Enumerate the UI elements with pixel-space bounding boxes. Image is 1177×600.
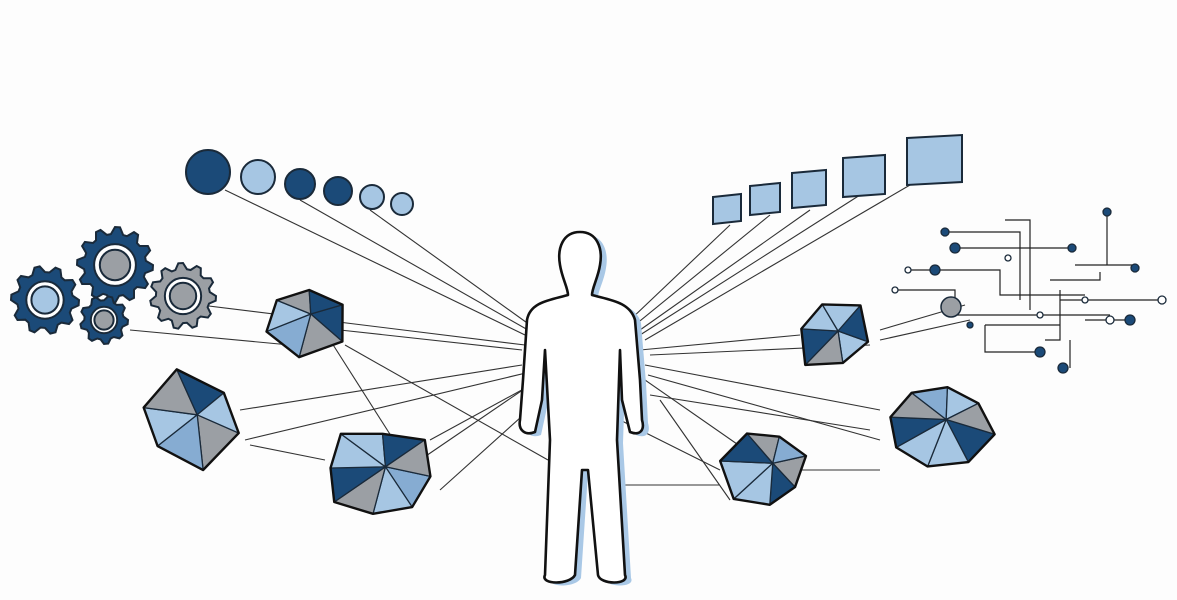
circuit-node bbox=[1130, 263, 1140, 273]
connection-line bbox=[659, 399, 731, 501]
polyhedron-icon bbox=[265, 288, 344, 359]
polyhedron-outline bbox=[265, 288, 344, 359]
circle-node-icon bbox=[359, 184, 385, 210]
circuit-trace bbox=[1050, 272, 1101, 281]
polyhedron-icon bbox=[142, 368, 240, 472]
circuit-node bbox=[1102, 207, 1112, 217]
circuit-trace bbox=[1005, 219, 1031, 310]
circuit-node bbox=[1034, 346, 1046, 358]
connection-line bbox=[649, 394, 871, 431]
circuit-node bbox=[1057, 362, 1069, 374]
circuit-node bbox=[1067, 243, 1077, 253]
circuit-node bbox=[949, 242, 961, 254]
circuit-node bbox=[1036, 311, 1044, 319]
circle-node-icon bbox=[284, 168, 316, 200]
connection-line bbox=[639, 334, 801, 351]
circle-node-icon bbox=[390, 192, 414, 216]
polyhedron-outline bbox=[142, 368, 240, 472]
connection-line bbox=[419, 384, 531, 461]
connection-line bbox=[634, 214, 771, 326]
circle-node-icon bbox=[240, 159, 276, 195]
connection-line bbox=[344, 344, 549, 461]
connection-line bbox=[644, 184, 911, 341]
connection-line bbox=[249, 444, 326, 461]
gear-hub bbox=[168, 281, 198, 311]
gear-icon bbox=[149, 261, 218, 330]
connection-line bbox=[879, 319, 971, 341]
circuit-trace bbox=[945, 231, 1021, 300]
circuit-node bbox=[1004, 254, 1012, 262]
connection-line bbox=[339, 329, 523, 351]
figure-body bbox=[518, 230, 645, 584]
circuit-node bbox=[1081, 296, 1089, 304]
circuit-node bbox=[929, 264, 941, 276]
square-node-icon bbox=[842, 153, 886, 199]
connection-line bbox=[644, 364, 881, 411]
connection-line bbox=[299, 199, 529, 331]
polyhedron-outline bbox=[718, 432, 808, 506]
circle-node-icon bbox=[323, 176, 353, 206]
polyhedra-group bbox=[142, 288, 996, 516]
circuit-node bbox=[1124, 314, 1136, 326]
gear-hub bbox=[93, 309, 115, 331]
square-nodes bbox=[712, 133, 963, 226]
polyhedron-outline bbox=[329, 432, 432, 516]
circuit-node bbox=[966, 321, 974, 329]
gears-group bbox=[9, 225, 218, 346]
connection-line bbox=[224, 189, 526, 336]
circuit-icon bbox=[891, 207, 1167, 374]
polyhedron-outline bbox=[800, 303, 870, 367]
gear-icon bbox=[75, 225, 155, 305]
circuit-node bbox=[891, 286, 899, 294]
square-node-icon bbox=[906, 133, 963, 187]
gear-icon bbox=[79, 295, 130, 346]
circuit-trace bbox=[1045, 290, 1061, 341]
polyhedron-icon bbox=[889, 386, 996, 468]
polyhedron-icon bbox=[329, 432, 432, 516]
connection-line bbox=[369, 209, 531, 326]
square-node-icon bbox=[749, 181, 781, 217]
connection-line bbox=[129, 329, 291, 346]
circuit-trace bbox=[935, 269, 1085, 296]
square-node-icon bbox=[712, 192, 742, 226]
circuit-node bbox=[940, 227, 950, 237]
circle-nodes bbox=[185, 149, 414, 216]
circuit-node-large bbox=[940, 296, 962, 318]
connection-line bbox=[629, 224, 731, 321]
square-node-icon bbox=[791, 168, 827, 210]
connection-line bbox=[639, 209, 811, 331]
polyhedron-outline bbox=[889, 386, 996, 468]
circuit-node bbox=[1105, 315, 1115, 325]
circuit-node bbox=[1157, 295, 1167, 305]
connection-line bbox=[647, 374, 881, 441]
connection-line bbox=[639, 194, 861, 336]
circuit-trace bbox=[984, 325, 1040, 353]
connection-line bbox=[329, 339, 401, 451]
circle-node-icon bbox=[185, 149, 231, 195]
polyhedron-icon bbox=[718, 432, 808, 506]
connection-line bbox=[244, 371, 531, 441]
polyhedron-icon bbox=[800, 303, 870, 367]
circuit-trace bbox=[895, 289, 1110, 316]
connection-line bbox=[239, 364, 523, 411]
human-figure-icon bbox=[518, 230, 649, 586]
gear-icon bbox=[9, 265, 81, 335]
gear-hub bbox=[30, 285, 60, 315]
circuit-node bbox=[904, 266, 912, 274]
gear-hub bbox=[98, 248, 132, 282]
